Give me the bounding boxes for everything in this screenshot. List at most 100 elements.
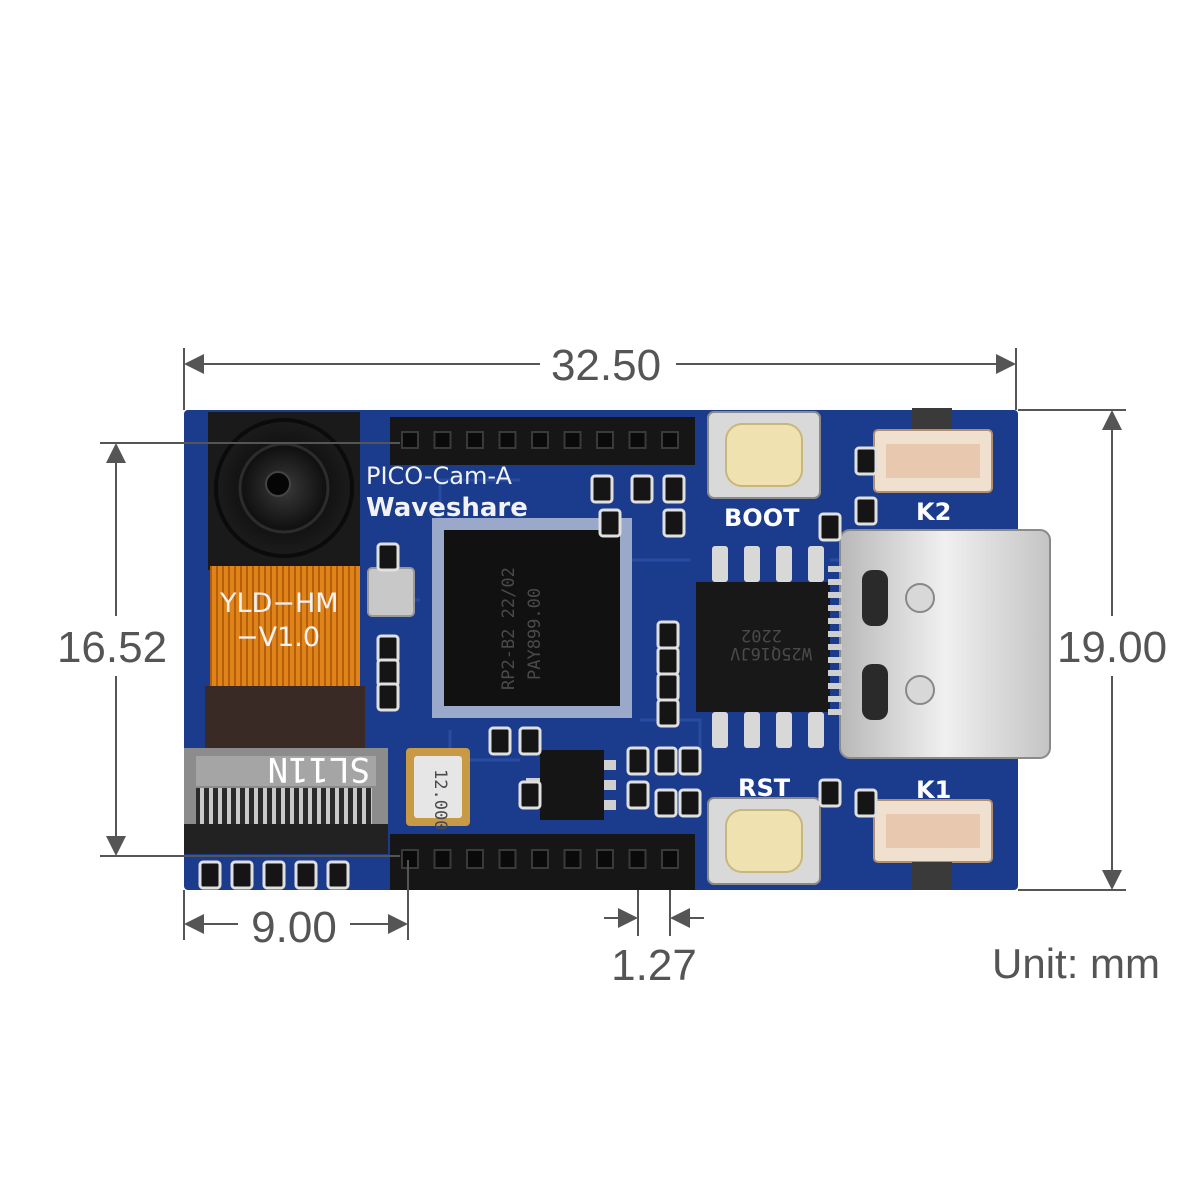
crystal-oscillator: 12.000 bbox=[406, 748, 470, 830]
usb-c-pin bbox=[828, 579, 842, 585]
k2-switch bbox=[873, 408, 993, 493]
camera-module: YLD−HM −V1.0 bbox=[205, 412, 365, 758]
flash-chip-leg bbox=[744, 546, 760, 582]
flash-chip-leg bbox=[776, 546, 792, 582]
board-model-label: PICO-Cam-A bbox=[366, 462, 513, 490]
small-crystal bbox=[367, 567, 415, 617]
usb-c-pin bbox=[828, 657, 842, 663]
smd-component bbox=[854, 446, 878, 476]
usb-c-port bbox=[839, 529, 1051, 759]
reset-button-label: RST bbox=[738, 774, 791, 802]
k2-label: K2 bbox=[916, 498, 951, 526]
smd-component bbox=[262, 860, 286, 890]
header-pin bbox=[433, 431, 452, 449]
flash-chip-leg bbox=[808, 546, 824, 582]
smd-component bbox=[294, 860, 318, 890]
header-pin bbox=[498, 431, 517, 449]
smd-component bbox=[662, 508, 686, 538]
flash-chip: 2202 W25Q16JV bbox=[696, 582, 830, 712]
dimension-height-outer: 19.00 bbox=[1057, 623, 1167, 672]
header-pin bbox=[466, 849, 484, 869]
dimension-pin-pitch: 1.27 bbox=[611, 941, 697, 990]
header-pin bbox=[661, 849, 679, 869]
voltage-regulator bbox=[526, 750, 616, 820]
smd-component bbox=[654, 746, 678, 776]
dimension-height-inner: 16.52 bbox=[57, 623, 167, 672]
flash-marking-2: W25Q16JV bbox=[730, 643, 812, 663]
header-pin bbox=[661, 431, 679, 449]
flash-chip-leg bbox=[712, 712, 728, 748]
smd-component bbox=[656, 646, 680, 676]
smd-component bbox=[626, 746, 650, 776]
reset-button bbox=[707, 797, 821, 885]
usb-c-pin bbox=[828, 670, 842, 676]
smd-component bbox=[376, 658, 400, 688]
usb-c-pin bbox=[828, 605, 842, 611]
flash-chip-leg bbox=[712, 546, 728, 582]
header-pin bbox=[596, 431, 614, 449]
smd-component bbox=[626, 780, 650, 810]
camera-flex-label-1: YLD−HM bbox=[219, 588, 339, 619]
smd-component bbox=[198, 860, 222, 890]
header-pin bbox=[628, 431, 647, 449]
smd-component bbox=[678, 788, 702, 818]
header-pin bbox=[531, 849, 549, 869]
smd-component bbox=[854, 788, 878, 818]
smd-component bbox=[818, 512, 842, 542]
smd-component bbox=[590, 474, 614, 504]
dimension-edge-to-header: 9.00 bbox=[251, 903, 337, 952]
smd-component bbox=[376, 542, 400, 572]
smd-component bbox=[854, 496, 878, 526]
smd-component bbox=[654, 788, 678, 818]
header-pin bbox=[466, 431, 484, 449]
flash-chip-leg bbox=[744, 712, 760, 748]
smd-component bbox=[326, 860, 350, 890]
smd-component bbox=[518, 726, 542, 756]
header-pin bbox=[563, 431, 582, 449]
header-pin bbox=[628, 849, 647, 869]
usb-c-pin bbox=[828, 592, 842, 598]
dimension-width: 32.50 bbox=[551, 341, 661, 390]
usb-c-pin bbox=[828, 631, 842, 637]
smd-component bbox=[488, 726, 512, 756]
camera-flex-cable bbox=[210, 566, 360, 686]
fpc-connector: SL11N bbox=[184, 748, 388, 854]
crystal-marking: 12.000 bbox=[430, 769, 450, 830]
header-pin bbox=[401, 849, 419, 869]
header-pin bbox=[401, 431, 419, 449]
smd-component bbox=[656, 620, 680, 650]
camera-flex-label-2: −V1.0 bbox=[236, 622, 320, 653]
usb-c-pin bbox=[828, 683, 842, 689]
flash-chip-leg bbox=[808, 712, 824, 748]
smd-component bbox=[656, 672, 680, 702]
smd-component bbox=[518, 780, 542, 810]
smd-component bbox=[656, 698, 680, 728]
usb-c-pin bbox=[828, 618, 842, 624]
k1-label: K1 bbox=[916, 776, 951, 804]
boot-button bbox=[707, 411, 821, 499]
fpc-connector-label: SL11N bbox=[268, 749, 370, 789]
flash-marking-1: 2202 bbox=[741, 625, 782, 645]
usb-c-pin bbox=[828, 566, 842, 572]
mcu-marking-1: RP2-B2 22/02 bbox=[499, 567, 519, 690]
usb-c-pin bbox=[828, 709, 842, 715]
flash-chip-leg bbox=[776, 712, 792, 748]
smd-component bbox=[598, 508, 622, 538]
boot-button-label: BOOT bbox=[724, 504, 800, 532]
header-pin bbox=[596, 849, 614, 869]
header-pin bbox=[563, 849, 582, 869]
smd-component bbox=[630, 474, 654, 504]
smd-component bbox=[678, 746, 702, 776]
usb-c-pin bbox=[828, 696, 842, 702]
smd-component bbox=[376, 634, 400, 664]
smd-component bbox=[376, 682, 400, 712]
header-pin bbox=[498, 849, 517, 869]
smd-component bbox=[662, 474, 686, 504]
header-pin bbox=[531, 431, 549, 449]
header-pin bbox=[433, 849, 452, 869]
mcu-chip: RP2-B2 22/02 PAY899.00 bbox=[432, 518, 632, 718]
smd-component bbox=[230, 860, 254, 890]
usb-c-pin bbox=[828, 644, 842, 650]
unit-label: Unit: mm bbox=[992, 940, 1160, 987]
